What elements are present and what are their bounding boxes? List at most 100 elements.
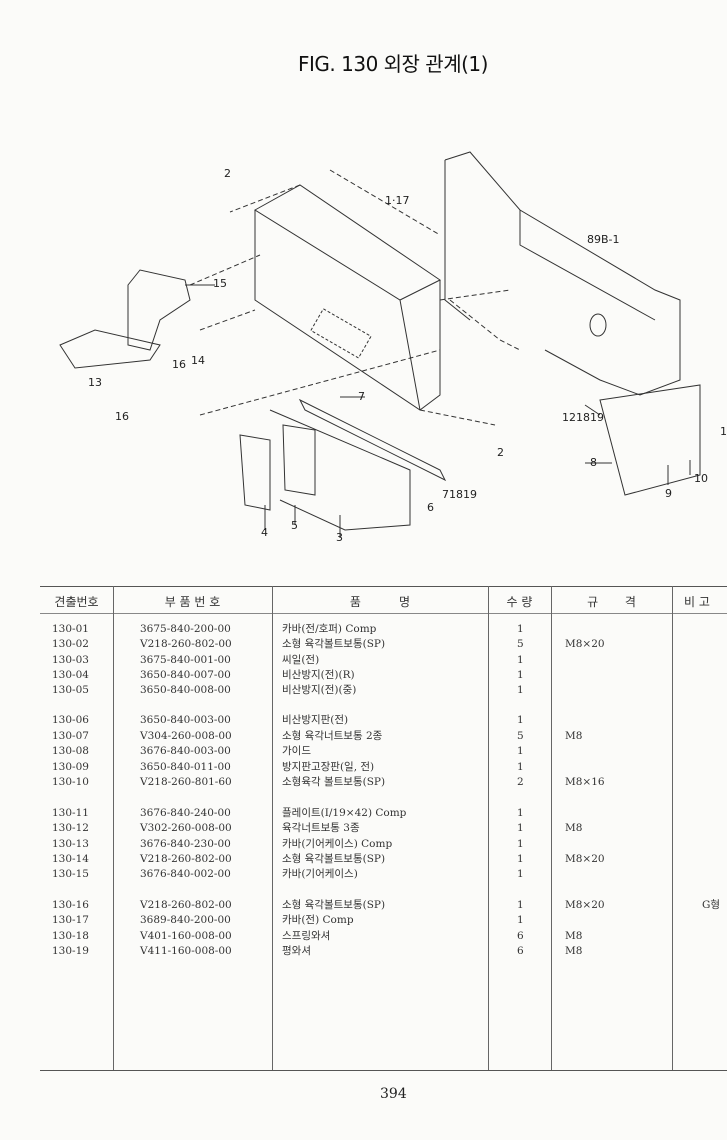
- cell-part-name: 카바(기어케이스): [282, 868, 358, 880]
- callout-5: 5: [291, 519, 298, 532]
- header-part-name: 품 명: [349, 595, 411, 609]
- cell-part-no: 3676-840-003-00: [140, 745, 231, 757]
- callout-14: 14: [191, 354, 205, 367]
- cell-spec: M8: [565, 730, 583, 742]
- cell-ref-no: 130-08: [52, 745, 89, 757]
- cell-spec: M8×20: [565, 853, 605, 865]
- cell-qty: 6: [517, 930, 524, 942]
- cell-part-no: V304-260-008-00: [140, 730, 232, 742]
- cell-qty: 1: [517, 623, 524, 635]
- cell-ref-no: 130-01: [52, 623, 89, 635]
- callout-2: 2: [224, 167, 231, 180]
- cell-part-no: V401-160-008-00: [140, 930, 232, 942]
- cell-part-no: V218-260-802-00: [140, 853, 232, 865]
- cell-part-no: 3689-840-200-00: [140, 914, 231, 926]
- figure-title: FIG. 130 외장 관계(1): [298, 52, 488, 76]
- callout-1: 1: [720, 425, 727, 438]
- header-spec: 규 격: [587, 595, 636, 609]
- callout-1-17: 1·17: [385, 194, 410, 207]
- cell-ref-no: 130-02: [52, 638, 89, 650]
- cell-part-name: 비산방지(전)(R): [282, 669, 355, 681]
- callout-8: 8: [590, 456, 597, 469]
- cell-part-no: 3675-840-200-00: [140, 623, 231, 635]
- cell-qty: 1: [517, 745, 524, 757]
- cell-qty: 1: [517, 838, 524, 850]
- table-bottom-border: [40, 1070, 727, 1071]
- cell-qty: 1: [517, 914, 524, 926]
- cell-qty: 1: [517, 899, 524, 911]
- cell-ref-no: 130-15: [52, 868, 89, 880]
- header-divider: [40, 613, 727, 614]
- callout-16a: 16: [172, 358, 186, 371]
- cell-part-no: 3675-840-001-00: [140, 654, 231, 666]
- cell-part-no: 3676-840-230-00: [140, 838, 231, 850]
- cell-part-no: 3676-840-240-00: [140, 807, 231, 819]
- cell-qty: 1: [517, 822, 524, 834]
- cell-part-name: 소형 육각볼트보통(SP): [282, 853, 386, 865]
- cell-qty: 1: [517, 654, 524, 666]
- cell-ref-no: 130-09: [52, 761, 89, 773]
- skirt-panel-part: [239, 409, 411, 531]
- callout-7: 7: [358, 390, 365, 403]
- cell-qty: 1: [517, 684, 524, 696]
- cell-ref-no: 130-07: [52, 730, 89, 742]
- header-qty: 수 량: [506, 595, 533, 609]
- cell-part-name: 스프링와셔: [282, 930, 331, 942]
- cell-ref-no: 130-12: [52, 822, 89, 834]
- cell-part-name: 방지판고장판(일, 전): [282, 761, 375, 773]
- cell-ref-no: 130-14: [52, 853, 89, 865]
- callout-16b: 16: [115, 410, 129, 423]
- cell-part-name: 카바(전/호퍼) Comp: [282, 623, 377, 635]
- cell-part-no: 3650-840-003-00: [140, 714, 231, 726]
- cell-part-name: 비산방지(전)(중): [282, 684, 357, 696]
- cell-ref-no: 130-04: [52, 669, 89, 681]
- col-divider: [113, 586, 114, 1070]
- callout-121819: 121819: [562, 411, 604, 424]
- cell-part-name: 소형 육각볼트보통(SP): [282, 899, 386, 911]
- cell-ref-no: 130-03: [52, 654, 89, 666]
- cell-spec: M8×16: [565, 776, 605, 788]
- header-ref-no: 견출번호: [54, 595, 99, 609]
- col-divider: [488, 586, 489, 1070]
- cell-part-no: 3650-840-011-00: [140, 761, 231, 773]
- cell-part-name: 비산방지판(전): [282, 714, 349, 726]
- col-divider: [672, 586, 673, 1070]
- callout-4: 4: [261, 526, 268, 539]
- cell-spec: M8: [565, 945, 583, 957]
- cell-ref-no: 130-06: [52, 714, 89, 726]
- header-part-no: 부 품 번 호: [164, 595, 221, 609]
- cell-ref-no: 130-13: [52, 838, 89, 850]
- cell-part-name: 평와셔: [282, 945, 311, 957]
- cell-qty: 1: [517, 807, 524, 819]
- cell-qty: 1: [517, 853, 524, 865]
- exploded-parts-diagram: [59, 151, 701, 538]
- cell-part-no: V218-260-802-00: [140, 638, 232, 650]
- table-top-border: [40, 586, 727, 587]
- cell-remarks: G형: [702, 899, 721, 911]
- cell-qty: 6: [517, 945, 524, 957]
- callout-2b: 2: [497, 446, 504, 459]
- cell-qty: 5: [517, 638, 524, 650]
- cell-part-no: V218-260-802-00: [140, 899, 232, 911]
- cell-spec: M8×20: [565, 899, 605, 911]
- cell-qty: 2: [517, 776, 524, 788]
- cell-part-name: 씨일(전): [282, 654, 320, 666]
- callout-9: 9: [665, 487, 672, 500]
- cell-spec: M8: [565, 822, 583, 834]
- cell-part-name: 소형 육각볼트보통(SP): [282, 638, 386, 650]
- callout-6: 6: [427, 501, 434, 514]
- cell-qty: 1: [517, 669, 524, 681]
- cell-part-name: 가이드: [282, 745, 311, 757]
- callout-89b-1: 89B-1: [587, 233, 620, 246]
- cell-ref-no: 130-11: [52, 807, 89, 819]
- cell-part-name: 소형육각 볼트보통(SP): [282, 776, 386, 788]
- callout-71819: 71819: [442, 488, 477, 501]
- header-remarks: 비 고: [684, 595, 710, 609]
- cell-ref-no: 130-16: [52, 899, 89, 911]
- cell-qty: 1: [517, 761, 524, 773]
- cell-ref-no: 130-05: [52, 684, 89, 696]
- cell-ref-no: 130-19: [52, 945, 89, 957]
- col-divider: [551, 586, 552, 1070]
- cell-part-no: V302-260-008-00: [140, 822, 232, 834]
- cell-qty: 5: [517, 730, 524, 742]
